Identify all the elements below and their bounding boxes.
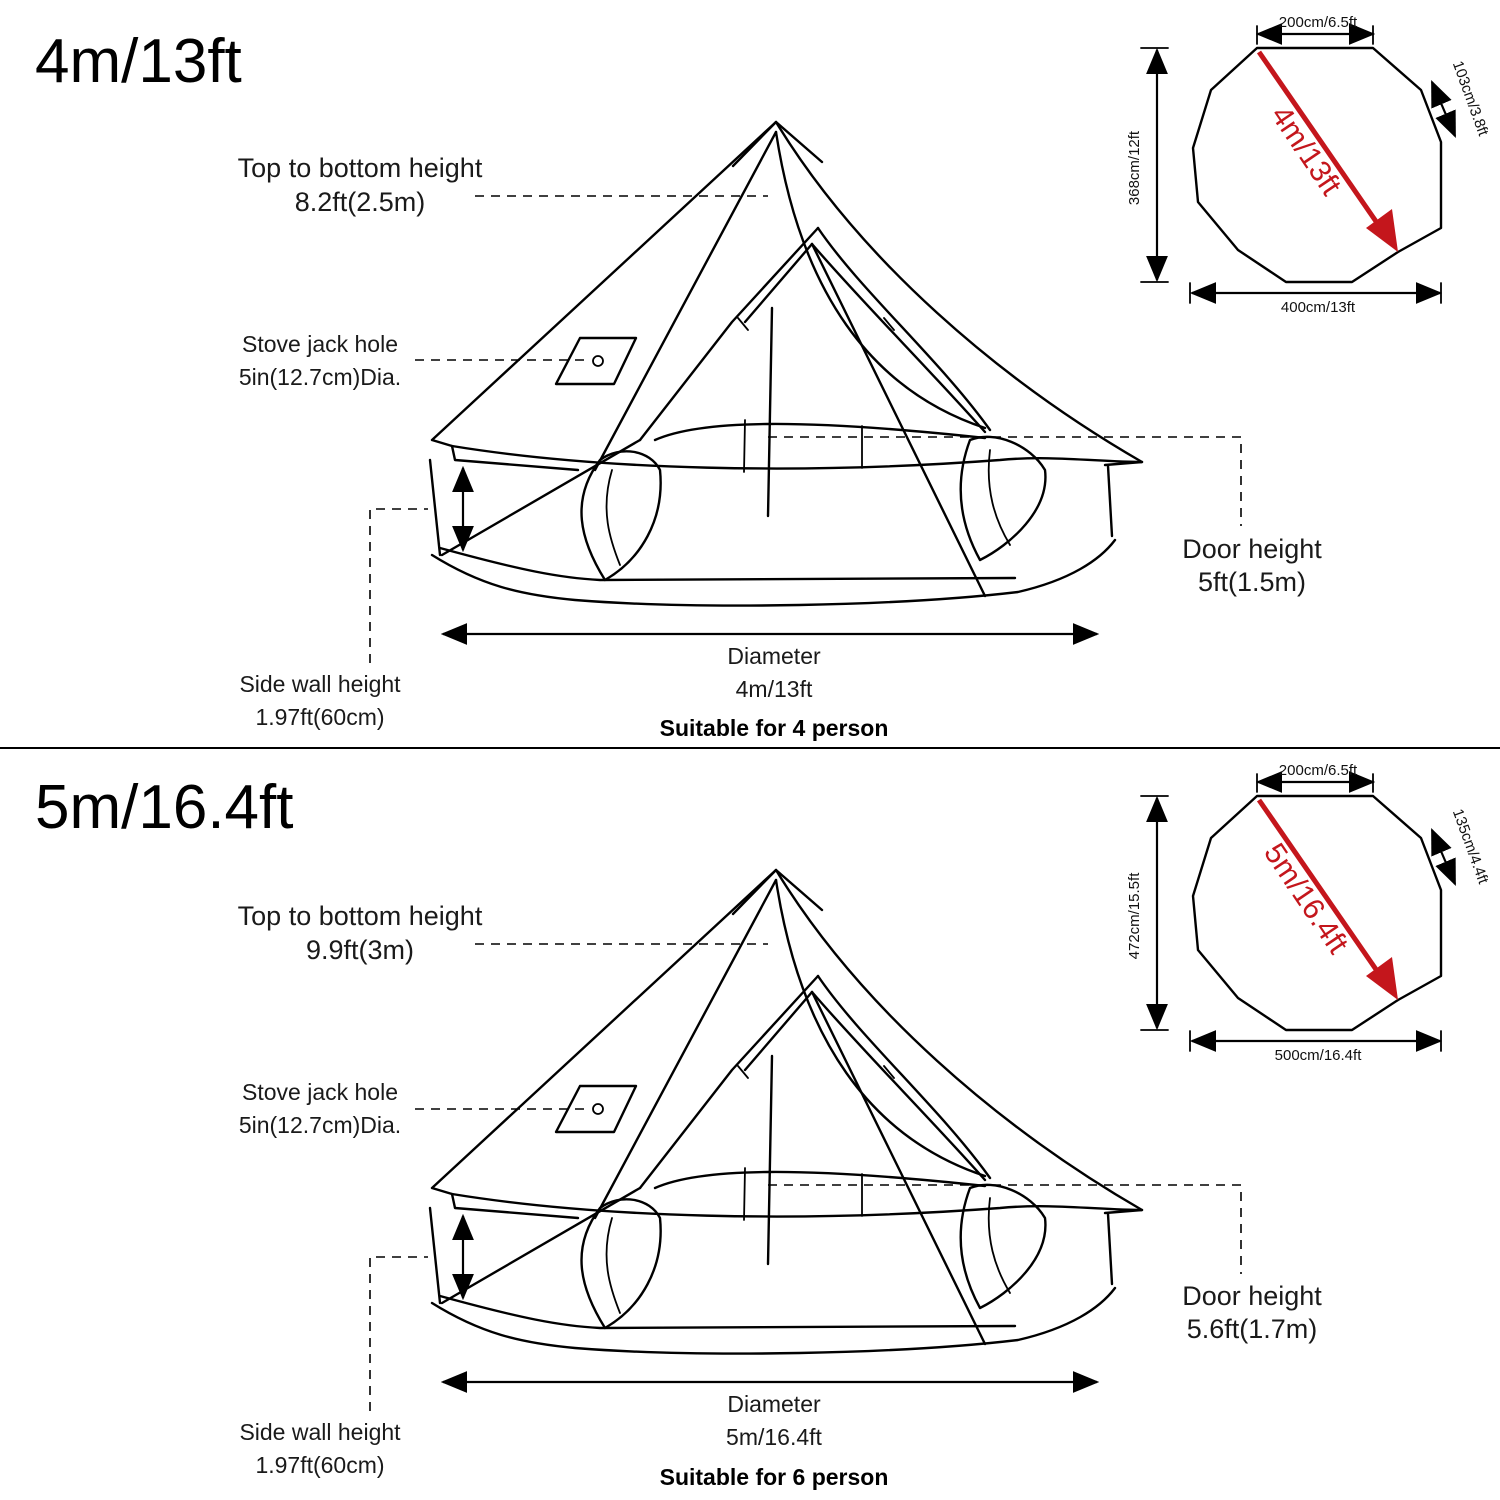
top-height-value: 8.2ft(2.5m) [295,187,426,217]
top-height-value: 9.9ft(3m) [306,935,414,965]
door-leader [768,436,1242,526]
plan-top-edge: 200cm/6.5ft [1279,14,1358,31]
door-label: Door height [1182,1281,1322,1311]
door-leader [768,1184,1242,1274]
side-wall-leader [369,508,428,663]
stove-value: 5in(12.7cm)Dia. [239,1112,401,1138]
tent-panel-5m: 5m/16.4ft Top to bottom height [0,748,1500,1496]
side-wall-label: Side wall height [239,1419,401,1445]
plan-side-edge-arrow [1430,827,1457,887]
top-height-label: Top to bottom height [238,153,483,183]
plan-top-edge: 200cm/6.5ft [1279,762,1358,779]
stove-label: Stove jack hole [242,331,398,357]
diameter-value: 5m/16.4ft [726,1424,822,1450]
diagonal-arrowhead-icon [1366,957,1398,1000]
plan-height: 368cm/12ft [1126,130,1143,205]
stove-label: Stove jack hole [242,1079,398,1105]
stove-jack-icon [554,1084,638,1134]
side-wall-leader [369,1256,428,1411]
top-height-label: Top to bottom height [238,901,483,931]
plan-side-edge: 103cm/3.8ft [1449,59,1492,139]
plan-diagonal: 5m/16.4ft [1257,838,1355,961]
capacity-label: Suitable for 4 person [660,715,889,741]
diameter-label: Diameter [727,1391,821,1417]
diameter-label: Diameter [727,643,821,669]
door-value: 5ft(1.5m) [1198,567,1306,597]
stove-jack-icon [554,336,638,386]
floor-plan-dodecagon [1140,23,1457,304]
tent-panel-4m: 4m/13ft [0,0,1500,748]
plan-side-edge: 135cm/4.4ft [1449,807,1492,887]
stove-value: 5in(12.7cm)Dia. [239,364,401,390]
plan-width: 400cm/13ft [1281,299,1356,316]
capacity-label: Suitable for 6 person [660,1464,889,1490]
door-value: 5.6ft(1.7m) [1187,1314,1318,1344]
diagonal-arrowhead-icon [1366,209,1398,252]
section-divider [0,747,1500,749]
diameter-value: 4m/13ft [736,676,813,702]
plan-diagonal: 4m/13ft [1264,100,1348,202]
floor-plan-dodecagon [1140,771,1457,1052]
size-title: 5m/16.4ft [35,773,293,842]
tent-diagram-5m: 5m/16.4ft Top to bottom height [35,762,1492,1490]
side-wall-label: Side wall height [239,671,401,697]
side-wall-value: 1.97ft(60cm) [255,1452,384,1478]
size-title: 4m/13ft [35,27,242,96]
plan-width: 500cm/16.4ft [1275,1047,1363,1064]
tent-diagram-4m: 4m/13ft [35,14,1492,741]
bell-tent-drawing [428,868,1144,1355]
plan-height: 472cm/15.5ft [1126,872,1143,960]
side-wall-value: 1.97ft(60cm) [255,704,384,730]
bell-tent-drawing [428,120,1144,607]
door-label: Door height [1182,534,1322,564]
plan-side-edge-arrow [1430,79,1457,139]
